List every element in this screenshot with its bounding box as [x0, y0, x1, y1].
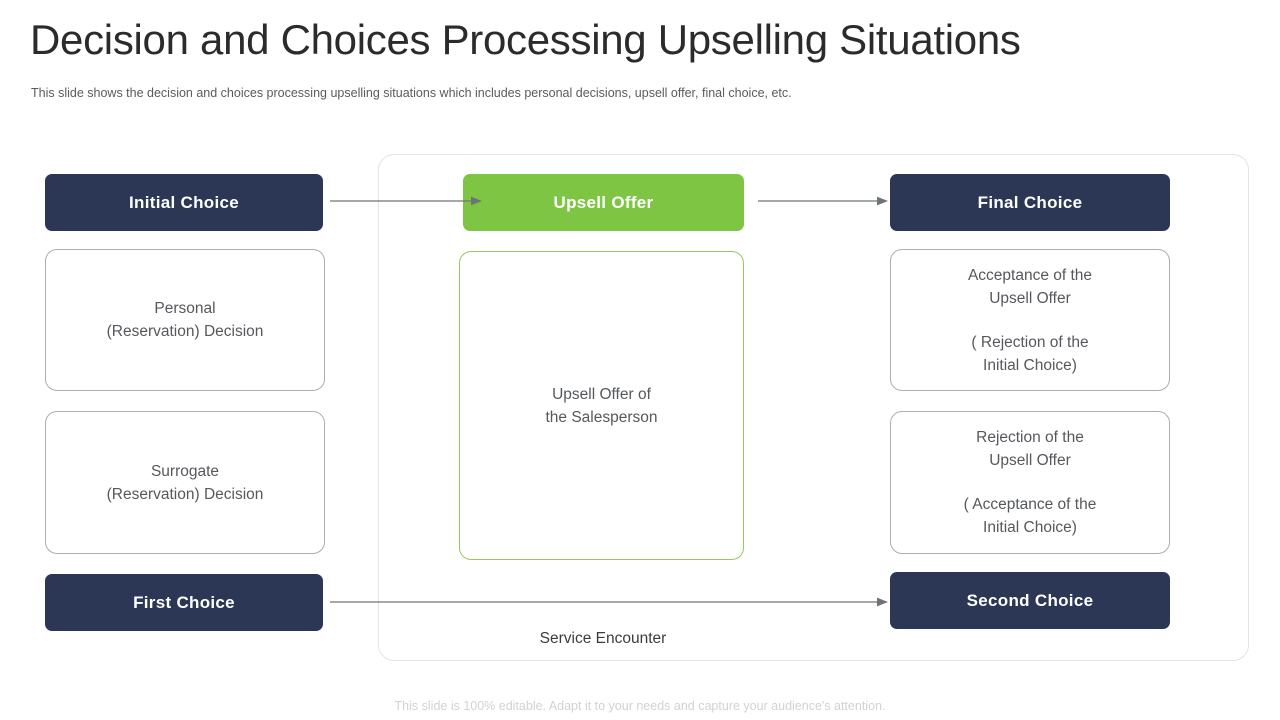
card-upsell-salesperson-line1: Upsell Offer of — [552, 385, 651, 403]
node-initial-choice[interactable]: Initial Choice — [45, 174, 323, 231]
page-title: Decision and Choices Processing Upsellin… — [30, 16, 1021, 63]
card-upsell-salesperson[interactable]: Upsell Offer of the Salesperson — [459, 251, 744, 560]
card-surrogate-decision[interactable]: Surrogate (Reservation) Decision — [45, 411, 325, 554]
card-rejection-spacer — [964, 472, 1097, 493]
card-rejection-line2: Upsell Offer — [989, 452, 1071, 469]
node-second-choice[interactable]: Second Choice — [890, 572, 1170, 629]
card-personal-decision-text: Personal (Reservation) Decision — [107, 297, 264, 343]
service-encounter-label: Service Encounter — [539, 630, 667, 647]
card-acceptance-of-upsell[interactable]: Acceptance of the Upsell Offer ( Rejecti… — [890, 249, 1170, 391]
card-personal-decision-line1: Personal — [154, 300, 216, 317]
node-upsell-offer-label: Upsell Offer — [553, 192, 654, 212]
node-final-choice[interactable]: Final Choice — [890, 174, 1170, 231]
card-personal-decision-line2: (Reservation) Decision — [106, 323, 264, 340]
card-acceptance-text: Acceptance of the Upsell Offer ( Rejecti… — [968, 264, 1092, 377]
card-acceptance-line3: ( Rejection of the — [971, 333, 1089, 351]
node-final-choice-label: Final Choice — [977, 192, 1083, 212]
card-rejection-text: Rejection of the Upsell Offer ( Acceptan… — [964, 426, 1097, 539]
page-subtitle: This slide shows the decision and choice… — [31, 86, 792, 100]
node-first-choice-label: First Choice — [133, 592, 235, 612]
card-upsell-salesperson-line2: the Salesperson — [545, 408, 658, 426]
card-acceptance-line4: Initial Choice) — [983, 356, 1077, 374]
card-acceptance-line1: Acceptance of the — [967, 266, 1093, 284]
node-second-choice-label: Second Choice — [966, 590, 1094, 610]
card-personal-decision[interactable]: Personal (Reservation) Decision — [45, 249, 325, 391]
footer-note: This slide is 100% editable. Adapt it to… — [394, 699, 886, 713]
service-encounter-container — [378, 154, 1249, 661]
node-initial-choice-label: Initial Choice — [129, 192, 239, 212]
card-rejection-of-upsell[interactable]: Rejection of the Upsell Offer ( Acceptan… — [890, 411, 1170, 554]
card-rejection-line3: ( Acceptance of the — [963, 496, 1097, 513]
node-upsell-offer[interactable]: Upsell Offer — [463, 174, 744, 231]
card-rejection-line4: Initial Choice) — [983, 519, 1077, 536]
card-rejection-line1: Rejection of the — [976, 429, 1084, 446]
card-surrogate-decision-line2: (Reservation) Decision — [106, 485, 264, 503]
card-acceptance-line2: Upsell Offer — [989, 289, 1071, 307]
node-first-choice[interactable]: First Choice — [45, 574, 323, 631]
card-acceptance-spacer — [968, 310, 1092, 331]
card-surrogate-decision-text: Surrogate (Reservation) Decision — [107, 460, 264, 506]
card-upsell-salesperson-text: Upsell Offer of the Salesperson — [545, 383, 657, 429]
card-surrogate-decision-line1: Surrogate — [150, 462, 220, 480]
